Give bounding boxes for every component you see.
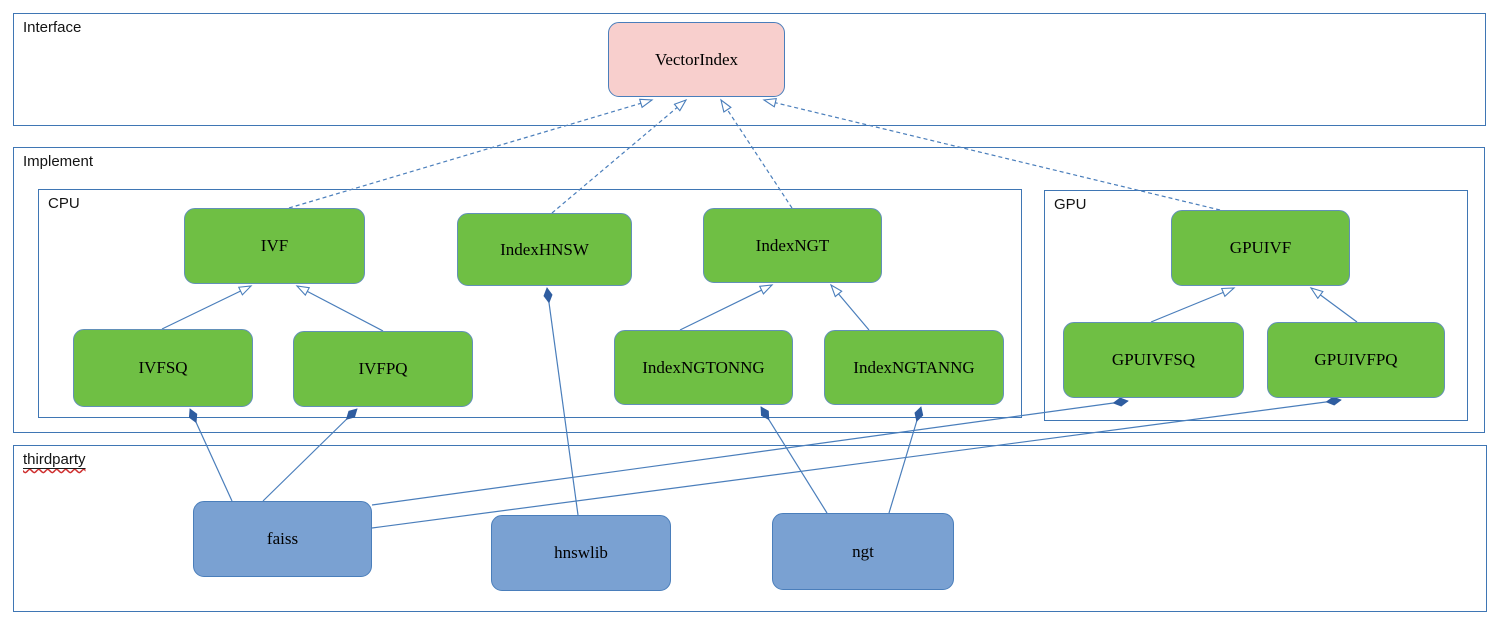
group-cpu-label: CPU (48, 195, 80, 212)
node-gpuivf-label: GPUIVF (1229, 238, 1292, 257)
node-gpuivfsq[interactable]: GPUIVFSQ (1063, 322, 1244, 398)
node-ivfpq[interactable]: IVFPQ (293, 331, 473, 407)
node-ivf-label: IVF (260, 236, 289, 255)
node-gpuivfpq-label: GPUIVFPQ (1314, 350, 1398, 369)
node-gpuivf[interactable]: GPUIVF (1171, 210, 1350, 286)
node-gpuivfpq[interactable]: GPUIVFPQ (1267, 322, 1445, 398)
node-indexngt-label: IndexNGT (755, 235, 830, 255)
node-indexngtonng[interactable]: IndexNGTONNG (614, 330, 793, 405)
node-indexngt[interactable]: IndexNGT (703, 208, 882, 283)
node-indexngtonng-label: IndexNGTONNG (642, 357, 765, 377)
node-faiss[interactable]: faiss (193, 501, 372, 577)
node-ivfsq[interactable]: IVFSQ (73, 329, 253, 407)
node-indexngtanng-label: IndexNGTANNG (853, 357, 975, 377)
node-ivfsq-label: IVFSQ (138, 358, 188, 377)
node-ngt-label: ngt (852, 541, 874, 561)
node-ngt[interactable]: ngt (772, 513, 954, 590)
node-vectorindex-label: VectorIndex (654, 49, 739, 69)
node-indexhnsw-label: IndexHNSW (500, 239, 589, 259)
node-ivfpq-label: IVFPQ (358, 359, 408, 378)
node-faiss-label: faiss (266, 529, 299, 548)
group-implement-label: Implement (23, 153, 94, 170)
node-ivf[interactable]: IVF (184, 208, 365, 284)
group-interface-label: Interface (23, 19, 82, 36)
node-vectorindex[interactable]: VectorIndex (608, 22, 785, 97)
node-gpuivfsq-label: GPUIVFSQ (1111, 350, 1196, 369)
group-gpu-label: GPU (1054, 196, 1087, 213)
node-indexngtanng[interactable]: IndexNGTANNG (824, 330, 1004, 405)
group-thirdparty-label: thirdparty (23, 451, 86, 468)
node-indexhnsw[interactable]: IndexHNSW (457, 213, 632, 286)
node-hnswlib[interactable]: hnswlib (491, 515, 671, 591)
node-hnswlib-label: hnswlib (554, 543, 608, 562)
